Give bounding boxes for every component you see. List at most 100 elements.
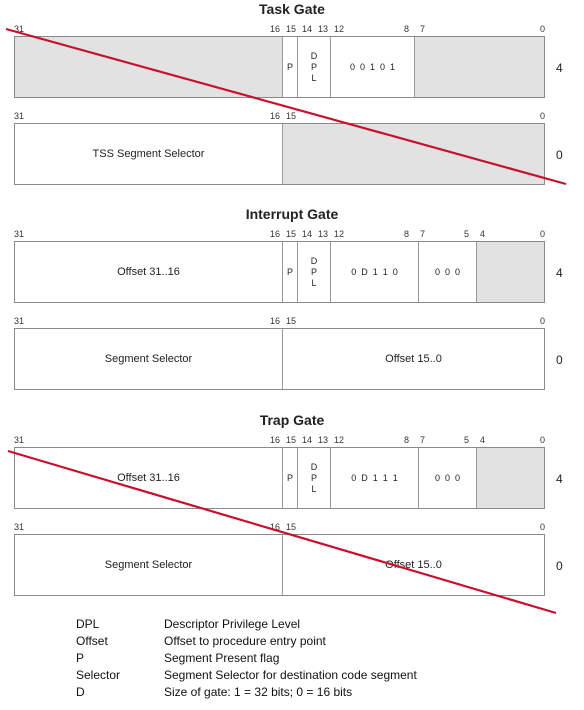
bit-13: 13 [318, 24, 329, 34]
bit-15: 15 [286, 522, 297, 532]
legend-value-offset: Offset to procedure entry point [164, 634, 326, 648]
task-gate-low-dword: TSS Segment Selector [14, 123, 545, 185]
bit-16: 16 [270, 111, 281, 121]
trap-gate-low-dword: Segment Selector Offset 15..0 [14, 534, 545, 596]
bit-12: 12 [334, 435, 345, 445]
bit-14: 14 [302, 24, 313, 34]
legend-value-selector: Segment Selector for destination code se… [164, 668, 417, 682]
segment-selector-label: Segment Selector [104, 559, 193, 571]
legend-value-d: Size of gate: 1 = 32 bits; 0 = 16 bits [164, 685, 353, 699]
type-field: 0 0 1 0 1 [331, 37, 415, 97]
tss-segment-selector: TSS Segment Selector [15, 124, 283, 184]
reserved-field [477, 448, 544, 508]
offset-low-field: Offset 15..0 [283, 329, 544, 389]
bit-15: 15 [286, 24, 297, 34]
bit-31: 31 [14, 24, 25, 34]
task-gate-offset-4: 4 [556, 61, 563, 75]
dpl-p: P [310, 61, 317, 72]
legend-value-dpl: Descriptor Privilege Level [164, 617, 301, 631]
bit-7: 7 [420, 229, 426, 239]
zero-bits: 0 0 0 [434, 267, 461, 277]
dpl-d: D [310, 50, 318, 61]
present-bit: P [283, 37, 298, 97]
present-bit: P [283, 448, 298, 508]
task-gate-title: Task Gate [259, 1, 325, 17]
type-field: 0 D 1 1 1 [331, 448, 419, 508]
zero-bits-field: 0 0 0 [419, 242, 477, 302]
zero-bits-field: 0 0 0 [419, 448, 477, 508]
bit-16: 16 [270, 435, 281, 445]
bit-0: 0 [540, 316, 546, 326]
tss-selector-label: TSS Segment Selector [92, 148, 205, 160]
bit-0: 0 [540, 435, 546, 445]
dpl-d: D [310, 255, 318, 266]
offset-high-field: Offset 31..16 [15, 448, 283, 508]
legend-key-offset: Offset [76, 634, 108, 648]
segment-selector-field: Segment Selector [15, 535, 283, 595]
bit-31: 31 [14, 316, 25, 326]
interrupt-gate-low-dword: Segment Selector Offset 15..0 [14, 328, 545, 390]
bit-4: 4 [480, 229, 486, 239]
segment-selector-field: Segment Selector [15, 329, 283, 389]
bit-12: 12 [334, 229, 345, 239]
offset-high-field: Offset 31..16 [15, 242, 283, 302]
interrupt-gate-offset-4: 4 [556, 266, 563, 280]
dpl-p: P [310, 266, 317, 277]
legend-value-p: Segment Present flag [164, 651, 280, 665]
legend-key-p: P [76, 651, 85, 665]
bit-16: 16 [270, 522, 281, 532]
bit-14: 14 [302, 435, 313, 445]
dpl-l: L [311, 483, 317, 494]
present-label: P [286, 62, 293, 72]
reserved-field [283, 124, 544, 184]
bit-7: 7 [420, 435, 426, 445]
bit-12: 12 [334, 24, 345, 34]
bit-16: 16 [270, 316, 281, 326]
bit-4: 4 [480, 435, 486, 445]
offset-high-label: Offset 31..16 [117, 266, 180, 278]
type-bits: 0 D 1 1 0 [351, 267, 398, 277]
bit-15: 15 [286, 316, 297, 326]
offset-low-label: Offset 15..0 [385, 559, 442, 571]
reserved-field-low [415, 37, 544, 97]
bit-14: 14 [302, 229, 313, 239]
bit-16: 16 [270, 229, 281, 239]
bit-0: 0 [540, 522, 546, 532]
reserved-field [15, 37, 283, 97]
legend-key-selector: Selector [76, 668, 121, 682]
bit-8: 8 [404, 229, 410, 239]
bit-15: 15 [286, 111, 297, 121]
trap-gate-title: Trap Gate [259, 412, 325, 428]
bit-8: 8 [404, 435, 410, 445]
reserved-field [477, 242, 544, 302]
bit-0: 0 [540, 24, 546, 34]
offset-low-field: Offset 15..0 [283, 535, 544, 595]
bit-8: 8 [404, 24, 410, 34]
offset-high-label: Offset 31..16 [117, 472, 180, 484]
trap-gate-offset-0: 0 [556, 559, 563, 573]
bit-0: 0 [540, 229, 546, 239]
present-label: P [286, 267, 293, 277]
bit-5: 5 [464, 435, 470, 445]
segment-selector-label: Segment Selector [104, 353, 193, 365]
bit-0: 0 [540, 111, 546, 121]
type-field: 0 D 1 1 0 [331, 242, 419, 302]
offset-low-label: Offset 15..0 [385, 353, 442, 365]
bit-31: 31 [14, 522, 25, 532]
bit-13: 13 [318, 229, 329, 239]
bit-5: 5 [464, 229, 470, 239]
dpl-p: P [310, 472, 317, 483]
bit-16: 16 [270, 24, 281, 34]
bit-7: 7 [420, 24, 426, 34]
dpl-d: D [310, 461, 318, 472]
trap-gate-offset-4: 4 [556, 472, 563, 486]
present-bit: P [283, 242, 298, 302]
zero-bits: 0 0 0 [434, 473, 461, 483]
dpl-l: L [311, 72, 317, 83]
bit-15: 15 [286, 435, 297, 445]
